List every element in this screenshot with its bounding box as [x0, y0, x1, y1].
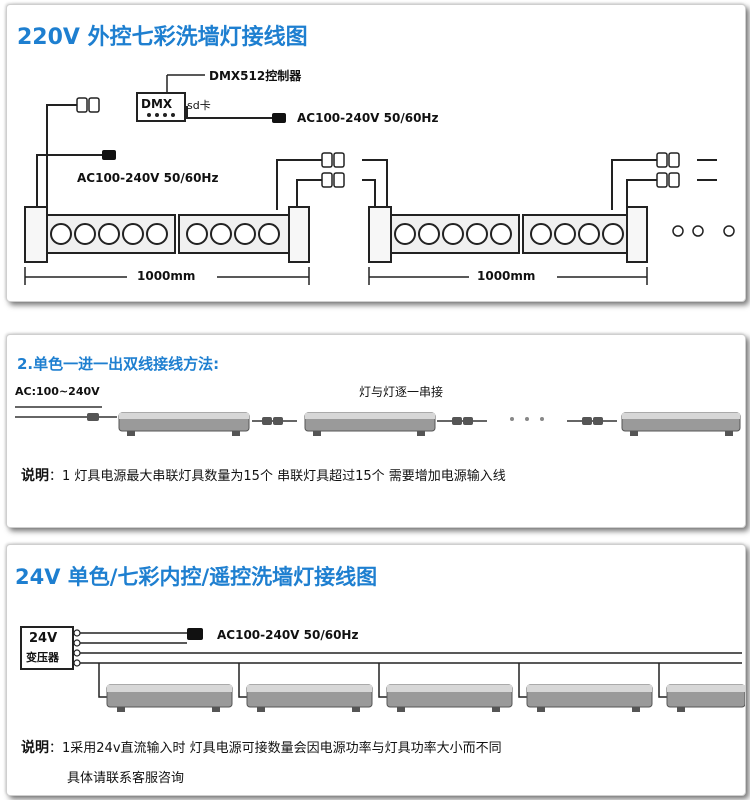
panel3-title: 24V 单色/七彩内控/遥控洗墙灯接线图 — [15, 565, 378, 589]
panel3-note-prefix: 说明 — [21, 740, 49, 756]
dimension-left: 1000mm — [137, 269, 196, 283]
wire-mid-a — [276, 159, 322, 210]
wire-right-a — [611, 159, 717, 210]
plug-mid-a2 — [333, 152, 345, 168]
wire-power-input — [36, 154, 102, 210]
ac-plug-left — [102, 150, 116, 160]
panel2-wiring-diagram — [15, 406, 741, 436]
panel1-title: 220V 外控七彩洗墙灯接线图 — [17, 25, 308, 50]
plug-right-b2 — [668, 172, 680, 188]
wire-mid-d — [362, 179, 376, 210]
ac-label-top: AC100-240V 50/60Hz — [297, 111, 439, 125]
wire-controller-input — [46, 104, 77, 210]
ac-plug-top — [272, 113, 286, 123]
transformer-box — [20, 626, 74, 670]
ac-label-left: AC100-240V 50/60Hz — [77, 171, 219, 185]
lamp-group-left — [24, 206, 310, 263]
series-label: 灯与灯逐一串接 — [359, 385, 444, 399]
plug-mid-b2 — [333, 172, 345, 188]
panel2-title: 2.单色一进一出双线接线方法: — [17, 355, 220, 373]
wire-mid-c — [296, 179, 322, 210]
panel-220v-external-control: 220V 外控七彩洗墙灯接线图 — [6, 4, 746, 302]
plug-1a — [76, 97, 88, 113]
panel3-note-line2: 具体请联系客服咨询 — [67, 771, 185, 786]
panel2-note: 说明：1 灯具电源最大串联灯具数量为15个 串联灯具超过15个 需要增加电源输入… — [21, 465, 506, 485]
wire-mid-b — [362, 159, 388, 210]
parallel-lamps — [106, 684, 745, 712]
plug-mid-b1 — [321, 172, 333, 188]
dmx-controller-box — [136, 92, 186, 122]
dmx-box-text: DMX — [141, 97, 173, 111]
panel2-note-prefix: 说明 — [21, 468, 49, 484]
panel1-wiring-diagram — [24, 74, 735, 285]
transformer-voltage: 24V — [29, 631, 58, 646]
dimension-right: 1000mm — [477, 269, 536, 283]
panel2-note-text: ：1 灯具电源最大串联灯具数量为15个 串联灯具超过15个 需要增加电源输入线 — [49, 469, 506, 484]
plug-right-b1 — [656, 172, 668, 188]
panel-24v-internal-control: 24V 单色/七彩内控/遥控洗墙灯接线图 — [6, 544, 746, 796]
plug-1b — [88, 97, 100, 113]
panel3-ac-plug — [187, 628, 203, 640]
panel3-ac-label: AC100-240V 50/60Hz — [217, 628, 359, 642]
plug-right-a1 — [656, 152, 668, 168]
panel3-note-line1: 说明：1采用24v直流输入时 灯具电源可接数量会因电源功率与灯具功率大小而不同 — [21, 737, 502, 757]
transformer-label: 变压器 — [26, 651, 59, 664]
plug-right-a2 — [668, 152, 680, 168]
dmx-controller-label: DMX512控制器 — [209, 69, 302, 83]
panel-single-color-series: 2.单色一进一出双线接线方法: AC:100~240V 灯与灯逐一串接 — [6, 334, 746, 528]
sd-card-label: sd卡 — [187, 99, 211, 112]
series-lamps — [118, 412, 741, 436]
panel3-note-text1: ：1采用24v直流输入时 灯具电源可接数量会因电源功率与灯具功率大小而不同 — [49, 741, 502, 756]
plug-mid-a1 — [321, 152, 333, 168]
lamp-group-right — [368, 206, 735, 263]
wire-right-b — [626, 179, 717, 210]
panel3-wiring-diagram — [20, 626, 745, 712]
panel2-ac-label: AC:100~240V — [15, 385, 100, 398]
